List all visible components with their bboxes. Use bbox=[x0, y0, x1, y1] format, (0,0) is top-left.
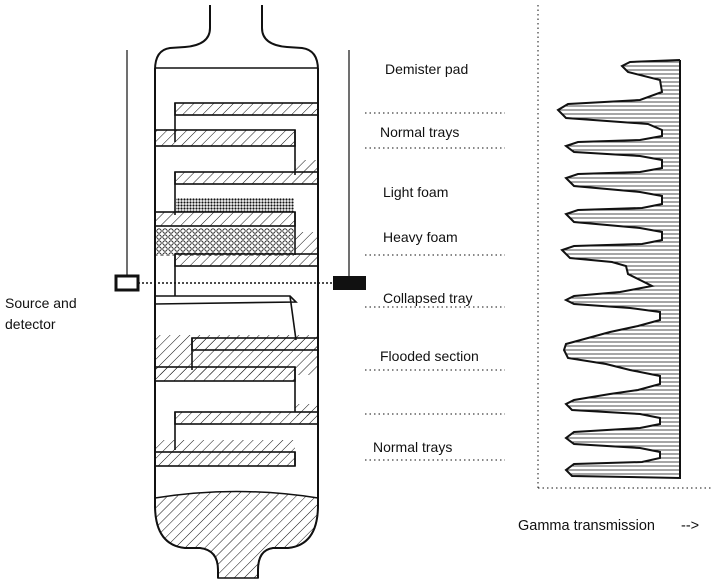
tray-5 bbox=[175, 254, 318, 266]
label-collapsed-tray: Collapsed tray bbox=[383, 290, 473, 306]
tray-7 bbox=[155, 452, 295, 466]
top-nozzle-right bbox=[262, 5, 318, 70]
label-heavy-foam: Heavy foam bbox=[383, 229, 458, 245]
label-gamma-transmission: Gamma transmission bbox=[518, 518, 655, 534]
collapsed-tray bbox=[155, 296, 296, 304]
tray-4 bbox=[155, 212, 295, 226]
label-light-foam: Light foam bbox=[383, 184, 448, 200]
detector-icon bbox=[333, 276, 366, 290]
tray-flood-2 bbox=[155, 367, 295, 381]
gamma-scan-trace bbox=[538, 5, 713, 488]
section-dividers bbox=[365, 113, 505, 460]
gamma-arrow: --> bbox=[681, 518, 699, 534]
tray-6 bbox=[175, 412, 318, 424]
label-source-line1: Source and bbox=[5, 295, 77, 311]
label-flooded-section: Flooded section bbox=[380, 348, 479, 364]
label-normal-trays-bottom: Normal trays bbox=[373, 439, 452, 455]
tray-1 bbox=[175, 103, 318, 115]
top-nozzle-left bbox=[155, 5, 210, 70]
label-demister: Demister pad bbox=[385, 61, 468, 77]
tray-flood-1 bbox=[192, 338, 318, 350]
label-source-line2: detector bbox=[5, 316, 56, 332]
scan-profile bbox=[558, 60, 680, 478]
label-normal-trays-top: Normal trays bbox=[380, 124, 459, 140]
trays bbox=[155, 103, 318, 466]
tray-2 bbox=[155, 130, 295, 146]
light-foam-fill bbox=[176, 198, 294, 212]
heavy-foam-fill bbox=[156, 228, 294, 256]
bottom-sump bbox=[155, 492, 318, 579]
tray-3 bbox=[175, 172, 318, 184]
source-icon bbox=[116, 276, 138, 290]
